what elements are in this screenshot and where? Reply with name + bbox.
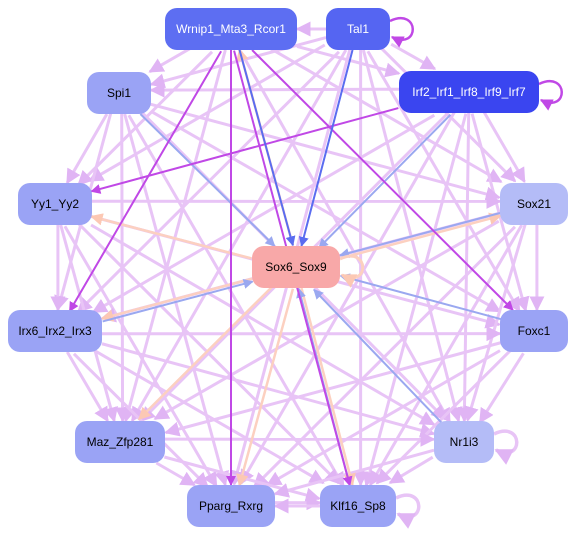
edge-irx6-irx2-irx3-to-sox6-sox9 xyxy=(102,279,254,323)
edge-irx6-irx2-irx3-to-maz-zfp281 xyxy=(66,351,109,423)
node-box xyxy=(326,8,390,50)
edge-foxc1-to-maz-zfp281 xyxy=(164,341,502,437)
edge-spi1-to-foxc1 xyxy=(150,110,502,313)
node-label: Irf2_Irf1_Irf8_Irf9_Irf7 xyxy=(412,85,526,99)
edge-irx6-irx2-irx3-to-pparg-rxrg xyxy=(72,352,209,488)
node-tal1[interactable]: Tal1 xyxy=(326,8,390,50)
edge-maz-zfp281-to-pparg-rxrg xyxy=(155,461,196,487)
node-maz-zfp281[interactable]: Maz_Zfp281 xyxy=(75,421,165,463)
node-layer: Wrnip1_Mta3_Rcor1 Tal1Irf2_Irf1_Irf8_Irf9… xyxy=(8,8,568,527)
node-label: Sox21 xyxy=(517,197,551,211)
edge-sox21-to-nr1i3 xyxy=(464,223,527,422)
self-loop-tal1 xyxy=(389,17,414,48)
node-label: Spi1 xyxy=(107,86,131,100)
node-box xyxy=(320,485,396,527)
node-box xyxy=(165,8,297,50)
edge-wrnip1-mta3-rcor1-to-irx6-irx2-irx3 xyxy=(68,50,222,313)
edge-spi1-to-yy1-yy2 xyxy=(65,113,109,185)
node-box xyxy=(8,310,102,352)
edge-irx6-irx2-irx3-to-nr1i3 xyxy=(101,342,436,438)
node-box xyxy=(252,246,340,288)
edge-wrnip1-mta3-rcor1-to-sox6-sox9 xyxy=(238,49,296,247)
edge-yy1-yy2-to-pparg-rxrg xyxy=(63,225,218,488)
edge-wrnip1-mta3-rcor1-to-nr1i3 xyxy=(239,50,452,424)
edge-irf2-irf1-irf8-irf9-irf7-to-yy1-yy2 xyxy=(90,107,399,194)
edge-sox21-to-pparg-rxrg xyxy=(253,225,516,488)
node-label: Maz_Zfp281 xyxy=(87,435,154,449)
node-box xyxy=(500,310,568,352)
self-loop-klf16-sp8 xyxy=(395,493,421,529)
node-irf2-irf1-irf8-irf9-irf7[interactable]: Irf2_Irf1_Irf8_Irf9_Irf7 xyxy=(399,71,539,113)
edge-spi1-to-sox6-sox9 xyxy=(139,113,276,247)
edge-nr1i3-to-sox6-sox9 xyxy=(313,289,443,424)
node-wrnip1-mta3-rcor1[interactable]: Wrnip1_Mta3_Rcor1 xyxy=(165,8,297,50)
edge-sox21-to-klf16-sp8 xyxy=(368,224,524,487)
node-label: Sox6_Sox9 xyxy=(265,260,327,274)
edge-wrnip1-mta3-rcor1-to-spi1 xyxy=(148,46,193,74)
node-box xyxy=(399,71,539,113)
edge-yy1-yy2-to-nr1i3 xyxy=(90,223,436,426)
self-loop-irf2-irf1-irf8-irf9-irf7 xyxy=(538,80,563,111)
edge-spi1-to-klf16-sp8 xyxy=(127,114,345,488)
node-box xyxy=(187,485,275,527)
edge-sox6-sox9-to-sox21 xyxy=(340,212,502,260)
node-label: Tal1 xyxy=(347,22,369,36)
edge-tal1-to-sox6-sox9 xyxy=(298,49,354,247)
edge-wrnip1-mta3-rcor1-to-irf2-irf1-irf8-irf9-irf7 xyxy=(296,45,401,78)
node-sox21[interactable]: Sox21 xyxy=(500,183,568,225)
self-loop-nr1i3 xyxy=(493,429,519,465)
node-label: Klf16_Sp8 xyxy=(330,499,386,513)
node-sox6-sox9[interactable]: Sox6_Sox9 xyxy=(252,246,340,288)
edge-sox6-sox9-to-irx6-irx2-irx3 xyxy=(100,277,253,322)
edge-wrnip1-mta3-rcor1-to-sox21 xyxy=(268,46,503,184)
node-label: Wrnip1_Mta3_Rcor1 xyxy=(176,22,286,36)
edge-sox6-sox9-to-klf16-sp8 xyxy=(300,287,356,487)
edge-nr1i3-to-pparg-rxrg xyxy=(273,448,435,498)
edge-nr1i3-to-klf16-sp8 xyxy=(388,455,434,485)
node-box xyxy=(434,421,494,463)
node-box xyxy=(500,183,568,225)
node-label: Pparg_Rxrg xyxy=(199,499,263,513)
edge-sox6-sox9-to-maz-zfp281 xyxy=(138,285,274,421)
node-label: Irx6_Irx2_Irx3 xyxy=(18,324,92,338)
node-label: Yy1_Yy2 xyxy=(31,197,79,211)
node-spi1[interactable]: Spi1 xyxy=(87,72,151,114)
edge-sox21-to-maz-zfp281 xyxy=(153,219,500,421)
edge-sox6-sox9-to-pparg-rxrg xyxy=(236,288,295,487)
edge-irf2-irf1-irf8-irf9-irf7-to-irx6-irx2-irx3 xyxy=(91,113,436,314)
node-label: Nr1i3 xyxy=(450,435,479,449)
node-foxc1[interactable]: Foxc1 xyxy=(500,310,568,352)
edge-spi1-to-sox21 xyxy=(149,102,501,202)
edge-tal1-to-irf2-irf1-irf8-irf9-irf7 xyxy=(390,42,437,71)
edge-sox6-sox9-to-yy1-yy2 xyxy=(90,213,252,260)
edge-foxc1-to-pparg-rxrg xyxy=(266,349,501,487)
edge-irf2-irf1-irf8-irf9-irf7-to-klf16-sp8 xyxy=(362,113,468,488)
node-pparg-rxrg[interactable]: Pparg_Rxrg xyxy=(187,485,275,527)
edge-foxc1-to-sox6-sox9 xyxy=(339,273,501,321)
node-irx6-irx2-irx3[interactable]: Irx6_Irx2_Irx3 xyxy=(8,310,102,352)
edge-irf2-irf1-irf8-irf9-irf7-to-sox21 xyxy=(482,110,526,184)
edge-tal1-to-maz-zfp281 xyxy=(130,49,348,423)
node-label: Foxc1 xyxy=(518,324,551,338)
edge-foxc1-to-nr1i3 xyxy=(478,352,525,424)
self-loop-sox6-sox9 xyxy=(339,254,365,288)
node-box xyxy=(87,72,151,114)
node-box xyxy=(75,421,165,463)
edge-wrnip1-mta3-rcor1-to-foxc1 xyxy=(251,49,514,311)
edge-irx6-irx2-irx3-to-klf16-sp8 xyxy=(92,348,325,485)
self-loop-layer xyxy=(339,17,563,529)
edge-sox21-to-sox6-sox9 xyxy=(339,212,501,258)
node-box xyxy=(18,183,92,225)
edge-irf2-irf1-irf8-irf9-irf7-to-spi1 xyxy=(149,82,399,98)
node-klf16-sp8[interactable]: Klf16_Sp8 xyxy=(320,485,396,527)
node-nr1i3[interactable]: Nr1i3 xyxy=(434,421,494,463)
node-yy1-yy2[interactable]: Yy1_Yy2 xyxy=(18,183,92,225)
